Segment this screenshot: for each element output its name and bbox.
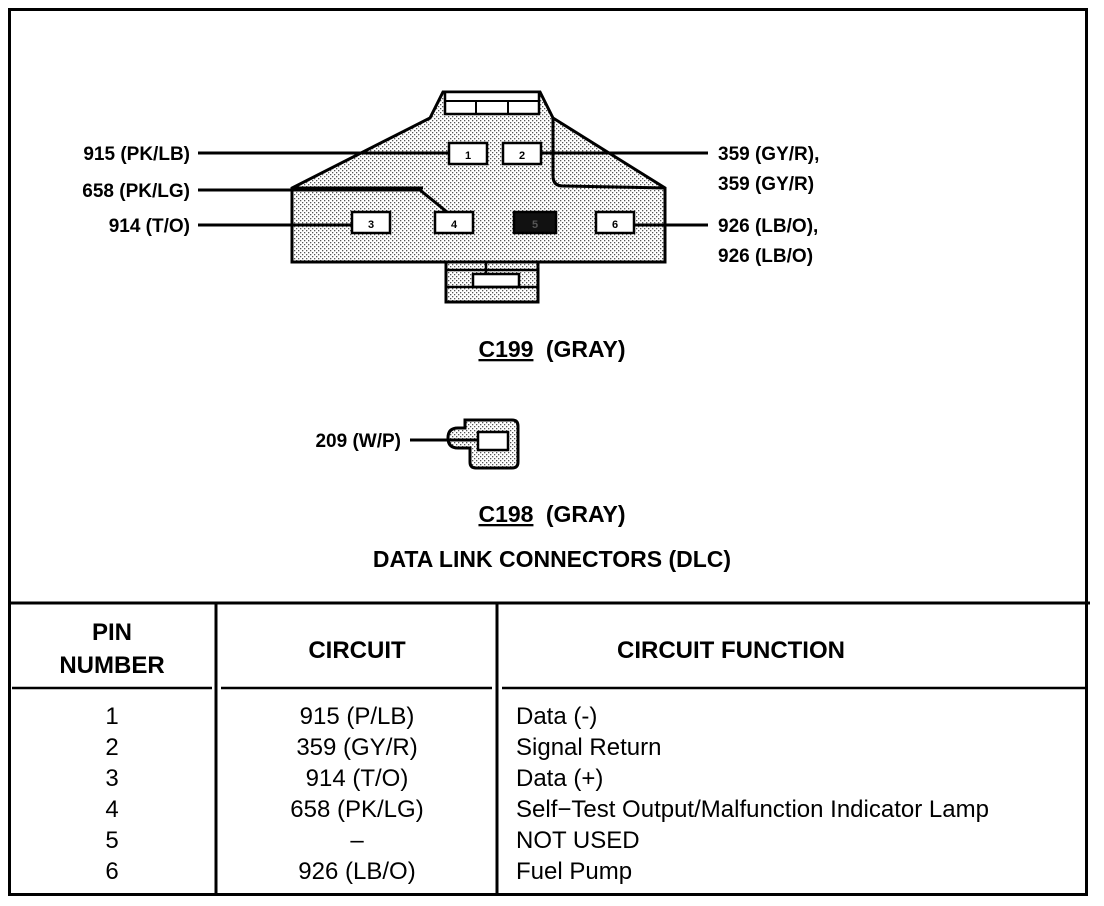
header-pin-line1: PIN [92,619,132,646]
diagram-title: DATA LINK CONNECTORS (DLC) [373,546,731,572]
cell-function: Data (-) [516,703,597,730]
table-grid [8,601,1090,894]
svg-text:6: 6 [612,219,618,231]
cell-circuit: 915 (P/LB) [300,703,415,730]
cell-function: Self−Test Output/Malfunction Indicator L… [516,796,989,823]
cell-circuit: 914 (T/O) [306,765,409,792]
table-row: 2 359 (GY/R) Signal Return [105,734,661,761]
header-circuit: CIRCUIT [308,637,406,664]
c199-pin-2: 2 [501,141,543,166]
cell-pin: 3 [105,765,118,792]
diagram-frame [8,8,1088,896]
svg-text:4: 4 [451,219,458,231]
c198-connector-body [446,418,520,470]
c199-connector-body [290,90,667,304]
table-row: 1 915 (P/LB) Data (-) [105,703,597,730]
c199-pin-6: 6 [594,210,636,235]
c199-id: C199 [478,336,533,362]
wire-label-pin-4: 658 (PK/LG) [82,181,190,202]
wire-label-pin-2-b: 359 (GY/R) [718,174,814,195]
cell-function: Fuel Pump [516,858,632,885]
c198-color: (GRAY) [546,501,626,527]
wire-label-c198: 209 (W/P) [315,431,401,452]
cell-function: NOT USED [516,827,640,854]
table-row: 6 926 (LB/O) Fuel Pump [105,858,632,885]
cell-pin: 6 [105,858,118,885]
cell-circuit: 658 (PK/LG) [290,796,423,823]
wire-label-pin-2-a: 359 (GY/R), [718,144,819,165]
svg-text:3: 3 [368,219,374,231]
wire-label-pin-6-a: 926 (LB/O), [718,216,818,237]
header-function: CIRCUIT FUNCTION [617,637,845,664]
c199-wires [198,151,708,227]
cell-pin: 2 [105,734,118,761]
c199-color: (GRAY) [546,336,626,362]
c198-id: C198 [478,501,533,527]
table-row: 3 914 (T/O) Data (+) [105,765,603,792]
header-pin-line2: NUMBER [59,652,164,679]
c199-pin-4: 4 [433,210,475,235]
table-row: 4 658 (PK/LG) Self−Test Output/Malfuncti… [105,796,989,823]
cell-function: Signal Return [516,734,661,761]
table-row: 5 – NOT USED [105,827,639,854]
cell-circuit: 359 (GY/R) [296,734,417,761]
c198-caption: C198 (GRAY) [478,501,625,527]
cell-circuit: – [350,827,364,854]
cell-pin: 4 [105,796,118,823]
c199-pin-1: 1 [447,141,489,166]
svg-text:1: 1 [465,150,471,162]
wire-label-pin-1: 915 (PK/LB) [83,144,190,165]
wire-label-pin-3: 914 (T/O) [109,216,190,237]
c199-pin-3: 3 [350,210,392,235]
cell-pin: 1 [105,703,118,730]
cell-circuit: 926 (LB/O) [298,858,415,885]
c199-caption: C199 (GRAY) [478,336,625,362]
cell-pin: 5 [105,827,118,854]
c199-pin-5: 5 [512,210,558,235]
svg-text:5: 5 [532,219,538,231]
wire-label-pin-6-b: 926 (LB/O) [718,246,813,267]
svg-text:2: 2 [519,150,525,162]
cell-function: Data (+) [516,765,603,792]
